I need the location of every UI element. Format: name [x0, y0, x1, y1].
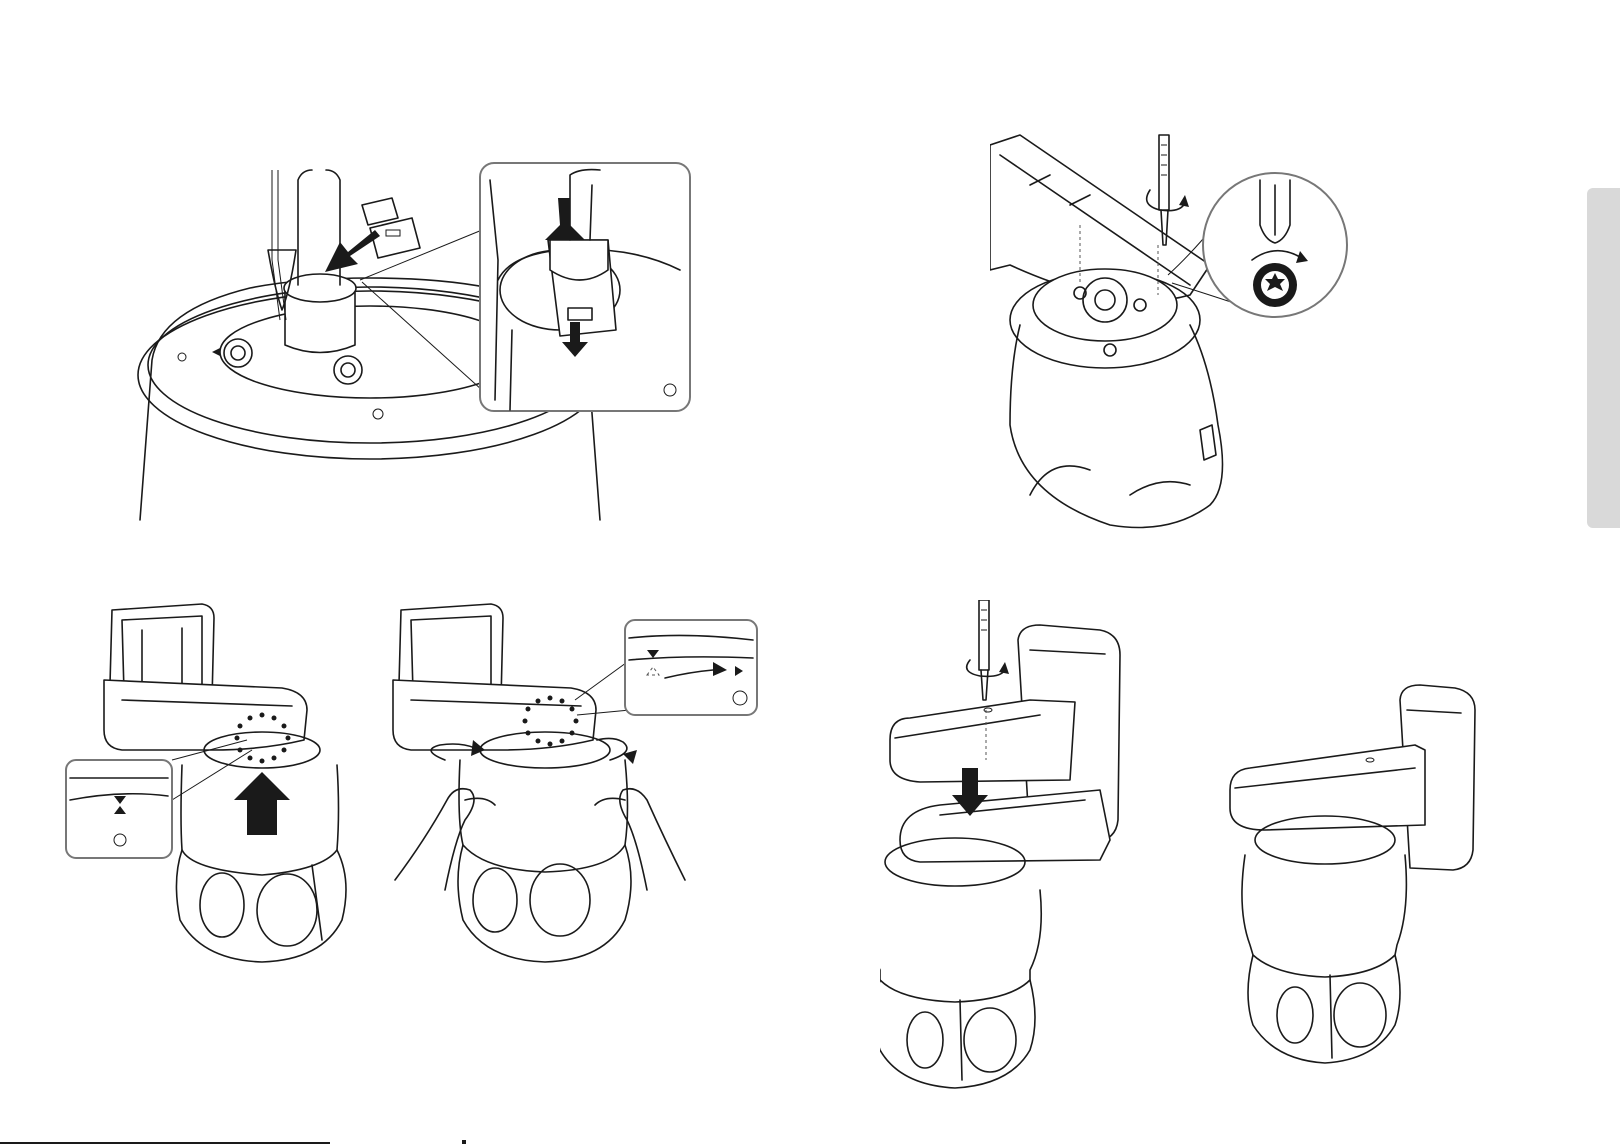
footer-rule	[0, 1142, 330, 1144]
camera-dome-icon	[1242, 816, 1406, 1063]
wall-mount-icon	[1230, 685, 1475, 870]
assembled-illustration	[1225, 680, 1485, 1090]
hand-icon	[395, 789, 685, 890]
mount-screw-illustration	[880, 600, 1160, 1090]
figure-mount-screw	[880, 600, 1160, 1090]
side-tab	[1587, 188, 1620, 528]
cable-clip-icon	[362, 198, 420, 258]
screwdriver-icon	[1159, 135, 1169, 245]
figure-screw-torx	[990, 125, 1370, 555]
torx-bit-icon	[1203, 173, 1347, 317]
figure-assembled	[1225, 680, 1485, 1090]
figure-align-lift	[62, 600, 372, 1000]
figure-rotate-lock	[385, 600, 785, 1000]
arrow-icon	[325, 230, 380, 272]
screwdriver-icon	[979, 600, 989, 700]
rotate-lock-illustration	[385, 600, 785, 1000]
zoom-inset-icon	[480, 163, 690, 411]
footer-mark	[462, 1140, 466, 1144]
figure-cable-clip	[130, 160, 720, 530]
screw-torx-illustration	[990, 125, 1370, 555]
align-lift-illustration	[62, 600, 372, 1000]
arrow-up-icon	[234, 772, 290, 835]
cable-clip-illustration	[130, 160, 720, 530]
